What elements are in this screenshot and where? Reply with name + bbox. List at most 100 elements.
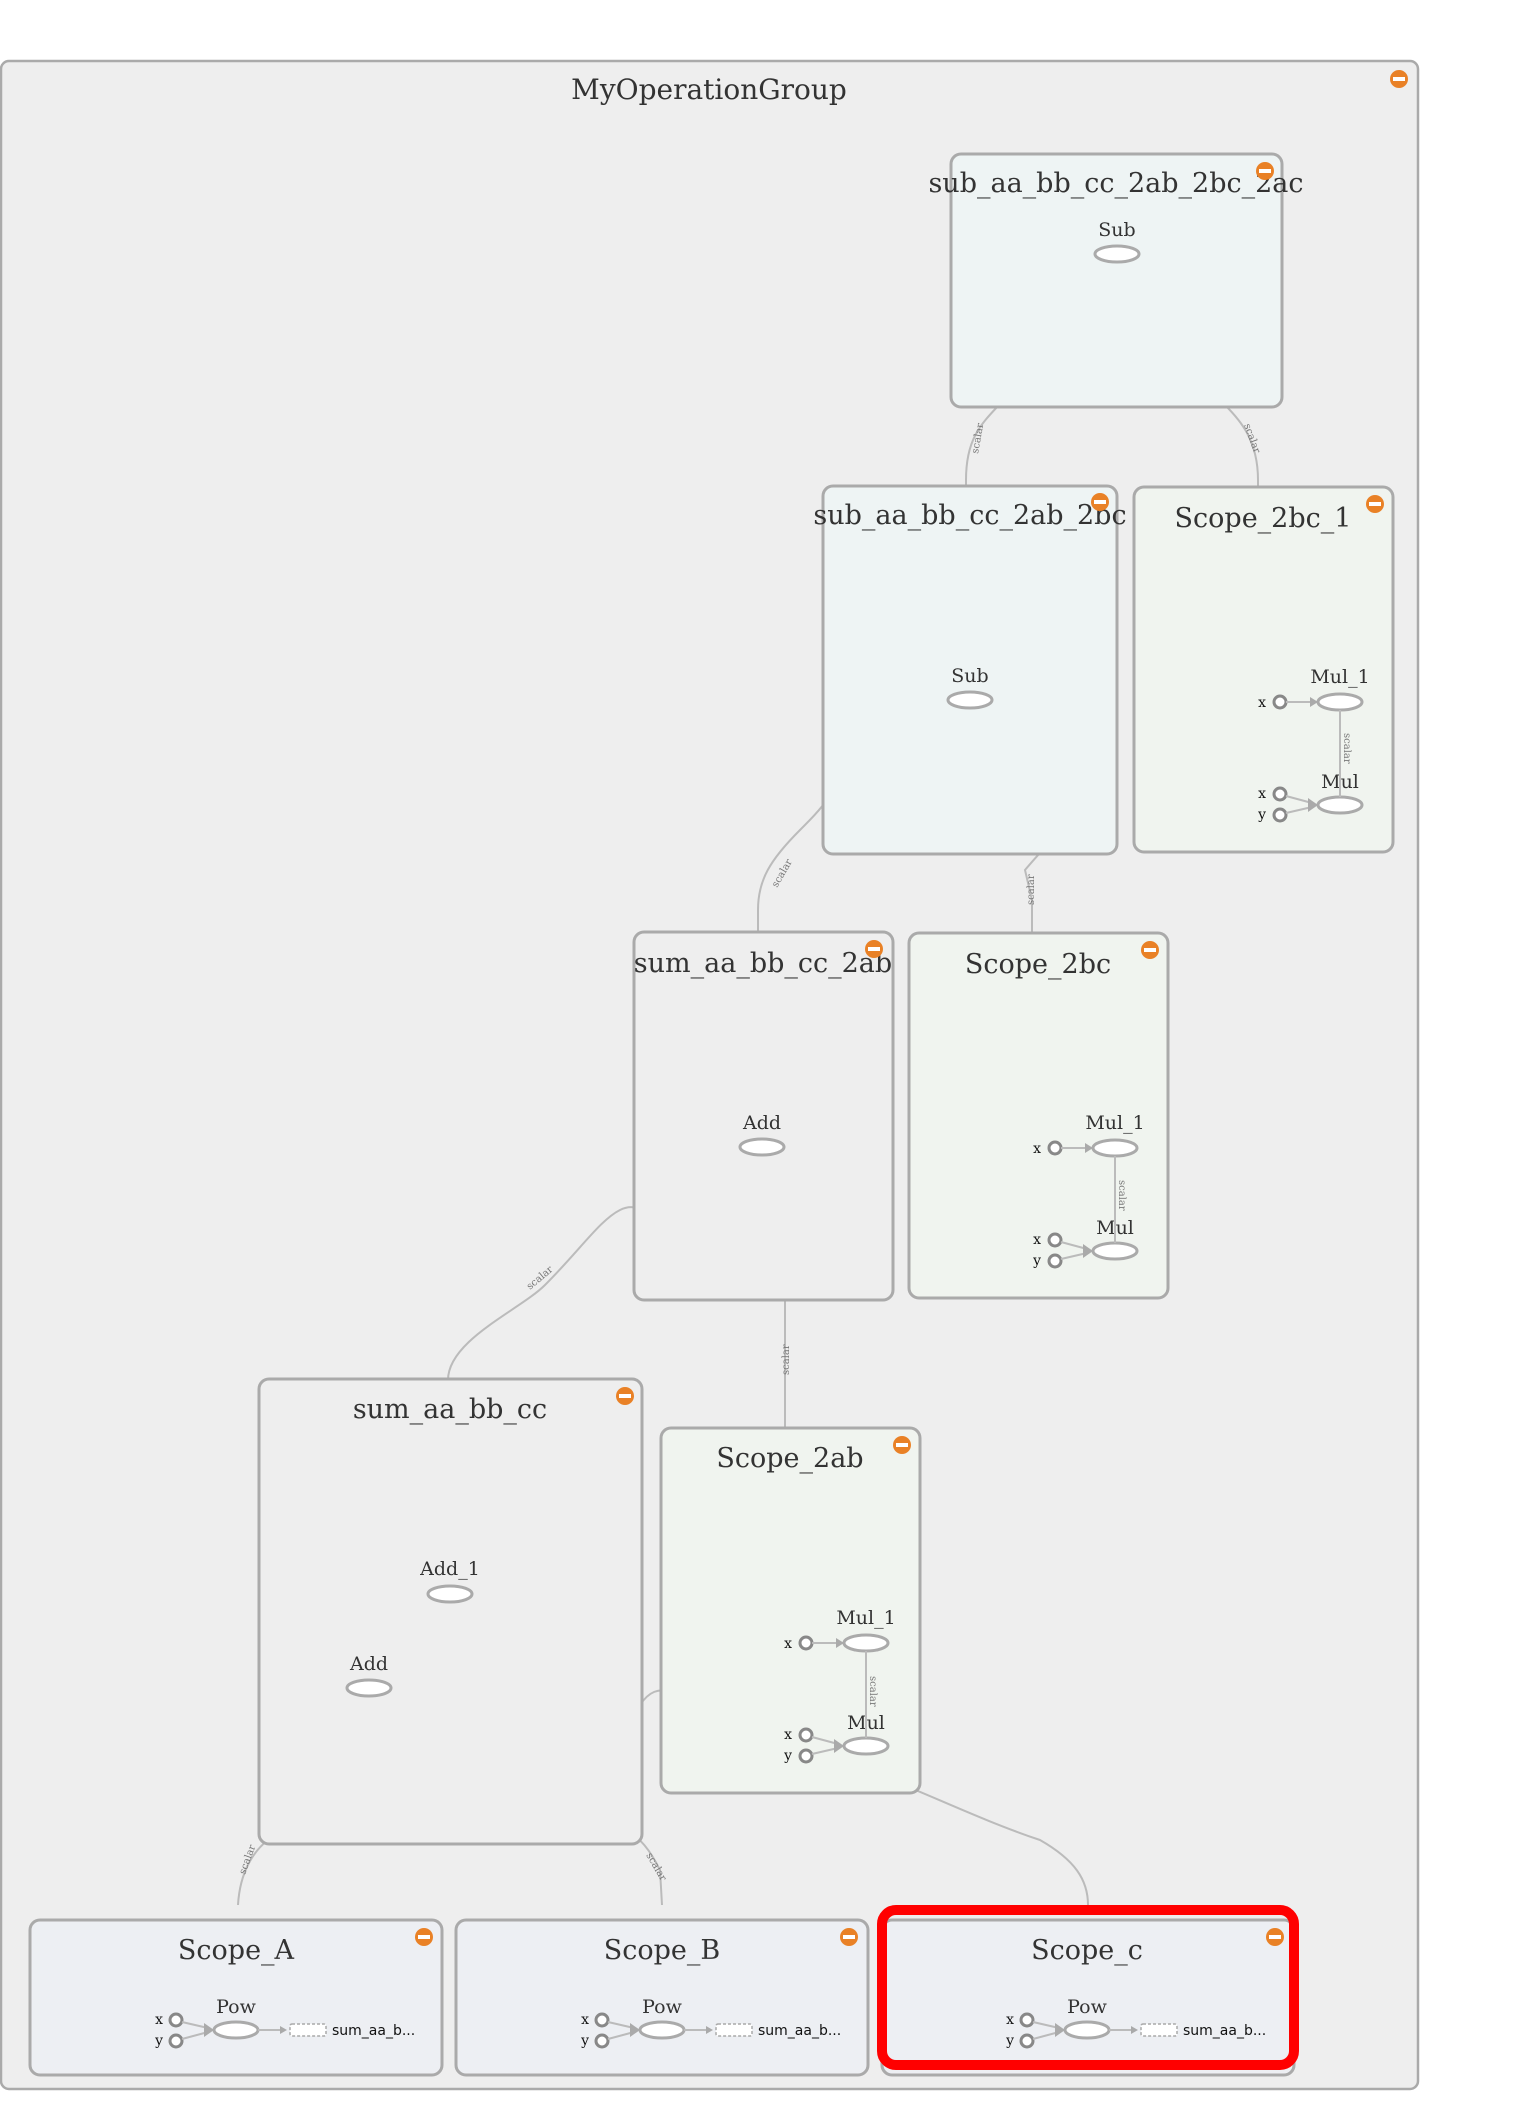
op-node-pow[interactable] [638, 2020, 686, 2040]
port-label: x [1006, 2012, 1014, 2028]
input-port-x[interactable]: x [581, 2012, 635, 2029]
edge-label: scalar [867, 1676, 878, 1707]
op-label: Pow [1067, 1996, 1107, 2018]
port-label: y [1257, 807, 1266, 823]
op-node-sub[interactable] [946, 690, 994, 710]
group-title: sum_aa_bb_cc [353, 1394, 547, 1425]
edge-label: scalar [970, 422, 986, 454]
collapse-icon[interactable] [1366, 495, 1384, 513]
collapse-icon[interactable] [840, 1928, 858, 1946]
collapse-icon[interactable] [1091, 493, 1109, 511]
group-title: Scope_A [178, 1935, 295, 1966]
port-label: x [1033, 1232, 1041, 1248]
op-label: Pow [216, 1996, 256, 2018]
port-label: x [1258, 786, 1266, 802]
op-node-pow[interactable] [212, 2020, 260, 2040]
edge-label: scalar [781, 1344, 792, 1375]
group-scope-2bc[interactable]: Scope_2bc Mul_1 Mul scalar x x y [907, 931, 1170, 1300]
selection-highlight [877, 1905, 1299, 2070]
op-label: Mul_1 [1310, 666, 1369, 688]
reference-label: sum_aa_b... [1183, 2023, 1266, 2039]
group-sum-aa-bb-cc-2ab[interactable]: sum_aa_bb_cc_2ab Add [632, 930, 895, 1302]
input-port-x[interactable]: x [784, 1727, 839, 1745]
op-node-add[interactable] [738, 1137, 786, 1157]
op-label: Sub [951, 665, 988, 687]
input-port-x[interactable]: x [784, 1635, 844, 1652]
port-label: x [784, 1727, 792, 1743]
op-label: Mul_1 [1085, 1112, 1144, 1134]
collapse-icon[interactable] [1266, 1928, 1284, 1946]
group-scope-2bc-1[interactable]: Scope_2bc_1 Mul_1 Mul scalar x x y [1132, 485, 1395, 854]
op-node-mul-1[interactable] [842, 1633, 890, 1653]
group-title: Scope_2ab [716, 1443, 863, 1474]
op-node-mul-1[interactable] [1316, 692, 1364, 712]
input-port-y[interactable]: y [154, 2023, 214, 2049]
reference-node[interactable] [289, 2023, 327, 2037]
port-label: y [1005, 2033, 1014, 2049]
input-port-x[interactable]: x [1258, 786, 1313, 804]
group-title: Scope_2bc_1 [1175, 503, 1352, 534]
group-title: sum_aa_bb_cc_2ab [634, 948, 892, 979]
port-label: y [580, 2033, 589, 2049]
group-title: sub_aa_bb_cc_2ab_2bc_2ac [928, 168, 1303, 199]
op-label: Add_1 [419, 1558, 480, 1580]
group-sub-aa-bb-cc-2ab-2bc[interactable]: sub_aa_bb_cc_2ab_2bc Sub [813, 484, 1127, 856]
input-port-y[interactable]: y [783, 1739, 844, 1764]
collapse-icon[interactable] [893, 1436, 911, 1454]
op-node-pow[interactable] [1063, 2020, 1111, 2040]
input-port-x[interactable]: x [1258, 694, 1318, 711]
port-label: y [1032, 1253, 1041, 1269]
input-port-y[interactable]: y [1032, 1244, 1093, 1269]
reference-node[interactable] [715, 2023, 753, 2037]
op-node-add[interactable] [345, 1678, 393, 1698]
group-scope-b[interactable]: Scope_B Pow x y sum_aa_b... [454, 1918, 870, 2077]
collapse-icon[interactable] [865, 940, 883, 958]
port-label: x [1033, 1141, 1041, 1157]
input-port-y[interactable]: y [580, 2023, 640, 2049]
reference-label: sum_aa_b... [758, 2023, 841, 2039]
op-node-mul-1[interactable] [1091, 1138, 1139, 1158]
group-sum-aa-bb-cc[interactable]: sum_aa_bb_cc Add_1 Add [257, 1377, 644, 1846]
input-port-x[interactable]: x [1006, 2012, 1060, 2029]
group-scope-c[interactable]: Scope_c Pow x y sum_aa_b... [877, 1905, 1299, 2077]
reference-node[interactable] [1140, 2023, 1178, 2037]
group-scope-a[interactable]: Scope_A Pow x y sum_aa_b... [28, 1918, 444, 2077]
port-label: x [1258, 695, 1266, 711]
collapse-icon[interactable] [616, 1387, 634, 1405]
op-label: Pow [642, 1996, 682, 2018]
input-port-x[interactable]: x [155, 2012, 209, 2029]
group-title: Scope_B [604, 1935, 720, 1966]
collapse-icon[interactable] [1256, 162, 1274, 180]
input-port-x[interactable]: x [1033, 1140, 1093, 1157]
collapse-icon[interactable] [1390, 70, 1408, 88]
port-label: y [783, 1748, 792, 1764]
collapse-icon[interactable] [415, 1928, 433, 1946]
op-node-sub[interactable] [1093, 244, 1141, 264]
op-node-mul[interactable] [842, 1736, 890, 1756]
collapse-icon[interactable] [1141, 941, 1159, 959]
op-node-add-1[interactable] [426, 1584, 474, 1604]
group-title: sub_aa_bb_cc_2ab_2bc [813, 500, 1126, 531]
input-port-x[interactable]: x [1033, 1232, 1088, 1250]
op-label: Add [349, 1653, 388, 1675]
port-label: x [581, 2012, 589, 2028]
input-port-y[interactable]: y [1257, 798, 1318, 823]
group-title: Scope_c [1031, 1935, 1143, 1966]
op-node-mul[interactable] [1316, 795, 1364, 815]
op-label: Add [742, 1112, 781, 1134]
group-sub-aa-bb-cc-2ab-2bc-2ac[interactable]: sub_aa_bb_cc_2ab_2bc_2ac Sub [928, 152, 1304, 409]
edge-label: scalar [1341, 733, 1352, 764]
port-label: x [155, 2012, 163, 2028]
op-node-mul[interactable] [1091, 1241, 1139, 1261]
port-label: y [154, 2033, 163, 2049]
group-scope-2ab[interactable]: Scope_2ab Mul_1 Mul scalar x x y [659, 1426, 922, 1795]
reference-label: sum_aa_b... [332, 2023, 415, 2039]
input-port-y[interactable]: y [1005, 2023, 1065, 2049]
op-label: Mul_1 [836, 1607, 895, 1629]
group-title-myoperationgroup: MyOperationGroup [571, 73, 847, 106]
op-label: Sub [1098, 219, 1135, 241]
group-title: Scope_2bc [965, 949, 1111, 980]
port-label: x [784, 1636, 792, 1652]
edge-label: scalar [1116, 1180, 1127, 1211]
